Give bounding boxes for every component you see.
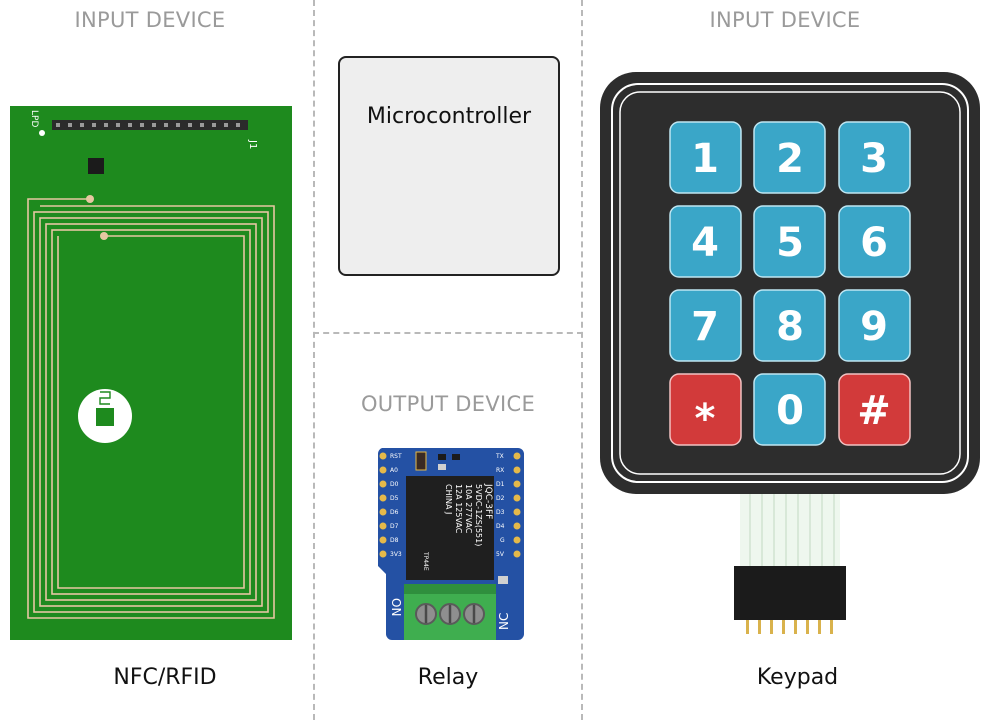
keypad-key-label: 9 [860, 304, 888, 350]
relay-pin-label: A0 [390, 467, 398, 474]
nfc-via-top [86, 195, 94, 203]
keypad-key-1 [669, 121, 742, 194]
nfc-silk-lpd: LPD [29, 110, 39, 127]
relay-terminal-screws [415, 603, 485, 625]
relay-board: RST A0 D0 D5 D6 D7 D8 3V3 TX RX D1 D2 D3… [377, 448, 524, 640]
divider-left [313, 0, 315, 720]
relay-smd-part [438, 464, 446, 470]
relay-pin-label: RX [496, 467, 504, 474]
keypad-key-hash [838, 373, 911, 446]
relay-terminal-nc-label: NC [497, 613, 511, 630]
nfc-silk-j1: J1 [247, 139, 258, 149]
nfc-chip [88, 158, 104, 174]
relay-right-pin-holes [513, 452, 521, 558]
relay-pin-label: D1 [496, 481, 505, 488]
keypad-key-5 [753, 205, 826, 278]
nfc-header-pins [56, 123, 240, 127]
keypad-key-label: 8 [776, 304, 804, 350]
keypad-key-2 [753, 121, 826, 194]
keypad-key-8 [753, 289, 826, 362]
left-section-heading: INPUT DEVICE [74, 8, 226, 32]
svg-text:5VDC-1ZS(551): 5VDC-1ZS(551) [474, 484, 483, 546]
relay-pin-label: D3 [496, 509, 505, 516]
keypad-outline-inner [619, 91, 961, 475]
keypad-key-label: 6 [860, 220, 888, 266]
svg-text:CHINA J: CHINA J [444, 484, 453, 514]
keypad-key-7 [669, 289, 742, 362]
svg-text:TP44E: TP44E [422, 551, 429, 571]
relay-pin-label: D8 [390, 537, 399, 544]
relay-pin-label: RST [390, 453, 402, 460]
nfc-mount-pad [96, 408, 114, 426]
relay-pin-label: 5V [496, 551, 505, 558]
microcontroller-label: Microcontroller [366, 104, 532, 129]
relay-pin-label: G [500, 537, 505, 544]
nfc-via-bottom [100, 232, 108, 240]
nfc-antenna-coil [27, 198, 275, 619]
svg-text:10A 277VAC: 10A 277VAC [464, 484, 473, 534]
relay-body [406, 476, 494, 580]
divider-middle [313, 332, 583, 334]
nfc-led-dot [39, 130, 45, 136]
svg-text:JQC-3FF: JQC-3FF [483, 483, 493, 519]
keypad-key-label: * [695, 396, 716, 442]
relay-pin-label: D5 [390, 495, 399, 502]
keypad-key-label: 0 [776, 388, 804, 434]
nfc-caption: NFC/RFID [113, 665, 217, 690]
relay-pin-label: D7 [390, 523, 399, 530]
keypad-key-label: 4 [691, 220, 719, 266]
nfc-pin-header [52, 120, 248, 130]
keypad-key-9 [838, 289, 911, 362]
keypad-key-label: 5 [776, 220, 804, 266]
keypad-connector-pins [746, 620, 833, 634]
microcontroller-box: Microcontroller [338, 56, 560, 276]
relay-pin-label: D0 [390, 481, 399, 488]
keypad-keys [669, 121, 911, 446]
keypad-connector [734, 566, 846, 620]
svg-text:12A 125VAC: 12A 125VAC [454, 484, 463, 534]
keypad-key-4 [669, 205, 742, 278]
keypad-outline-outer [611, 83, 969, 483]
keypad-key-6 [838, 205, 911, 278]
keypad-key-label: 2 [776, 136, 804, 182]
keypad-device: 1 2 3 4 5 6 7 8 9 * 0 # [600, 72, 980, 634]
relay-pin-label: 3V3 [390, 551, 402, 558]
keypad-key-label: # [857, 388, 891, 434]
relay-smd-part [498, 576, 508, 584]
relay-pin-label: D6 [390, 509, 399, 516]
relay-smd-part [452, 454, 460, 460]
middle-section-heading: OUTPUT DEVICE [360, 392, 536, 416]
relay-pin-label: TX [495, 453, 504, 460]
right-section-heading: INPUT DEVICE [709, 8, 861, 32]
keypad-key-label: 7 [691, 304, 719, 350]
keypad-key-label: 1 [691, 136, 719, 182]
keypad-key-3 [838, 121, 911, 194]
keypad-key-0 [753, 373, 826, 446]
relay-smd-part [438, 454, 446, 460]
relay-left-pin-holes [379, 452, 387, 558]
relay-body-text: JQC-3FF 5VDC-1ZS(551) 10A 277VAC 12A 125… [422, 483, 493, 571]
keypad-key-star [669, 373, 742, 446]
keypad-key-label: 3 [860, 136, 888, 182]
relay-pin-label: D2 [496, 495, 505, 502]
relay-pin-label: D4 [496, 523, 505, 530]
keypad-key-labels: 1 2 3 4 5 6 7 8 9 * 0 # [691, 136, 891, 442]
divider-right [581, 0, 583, 720]
relay-caption: Relay [417, 665, 479, 690]
nfc-rfid-board: LPD J1 [10, 106, 292, 640]
keypad-caption: Keypad [756, 665, 839, 690]
relay-terminal-on-label: ON [389, 598, 403, 616]
relay-smd-resistor [415, 451, 427, 471]
nfc-pcb [10, 106, 292, 640]
